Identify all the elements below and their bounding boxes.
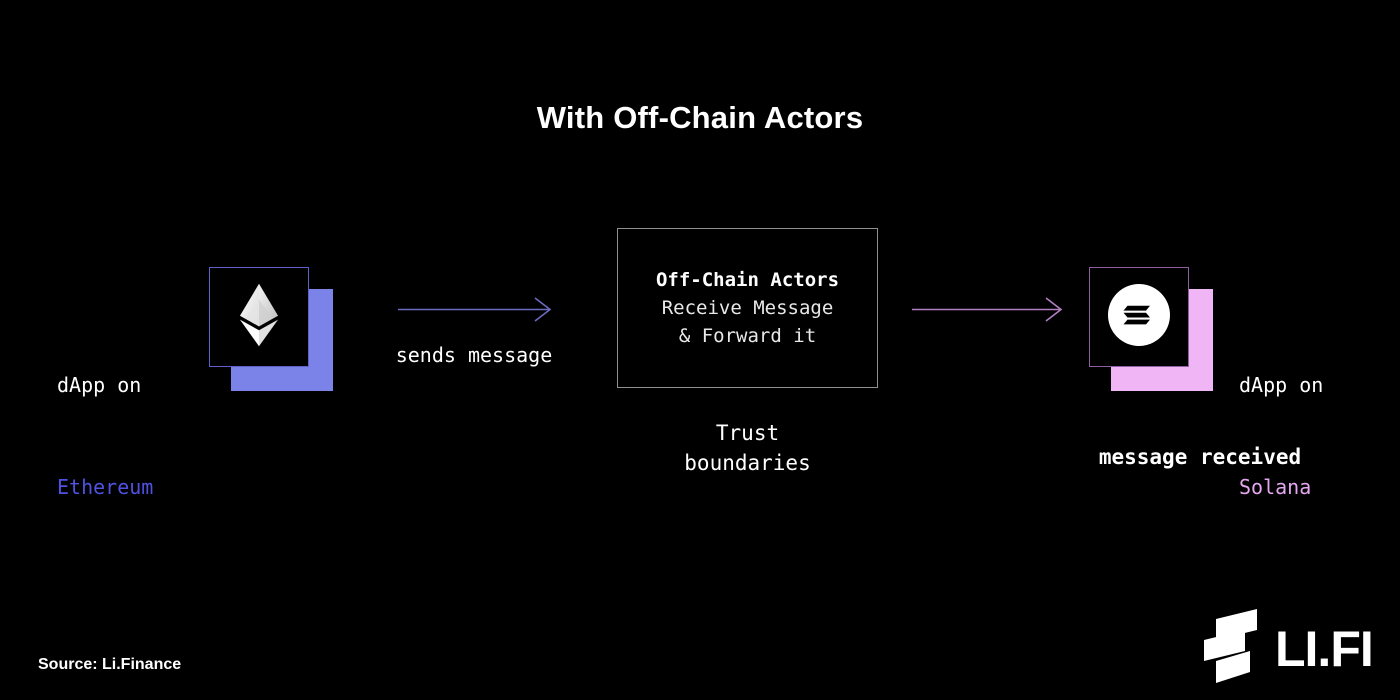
trust-boundaries-caption: Trust boundaries (597, 418, 898, 478)
solana-logo-icon (1108, 283, 1170, 351)
solana-label-line2: Solana (1239, 475, 1312, 499)
off-chain-actors-box: Off-Chain Actors Receive Message & Forwa… (617, 228, 878, 388)
ethereum-card-front (209, 267, 309, 367)
lifi-wordmark: LI.FI (1275, 620, 1374, 677)
trust-caption-line2: boundaries (684, 451, 811, 475)
source-note: Source: Li.Finance (38, 656, 182, 673)
solana-node-label: dApp on Solana (1239, 300, 1323, 572)
arrow-sends-message (398, 296, 556, 329)
ethereum-label-line2: Ethereum (57, 475, 154, 499)
actors-box-line3: & Forward it (678, 325, 817, 347)
lifi-brand-logo: LI.FI (1203, 608, 1374, 689)
message-received-status: message received (1098, 445, 1302, 469)
actors-box-line2: Receive Message (661, 297, 834, 319)
lifi-mark-icon (1203, 608, 1261, 689)
solana-label-line1: dApp on (1239, 373, 1324, 397)
ethereum-chain-card (209, 267, 333, 391)
solana-card-front (1089, 267, 1189, 367)
solana-chain-card (1089, 267, 1213, 391)
ethereum-logo-icon (233, 283, 285, 352)
actors-box-heading: Off-Chain Actors (655, 269, 840, 291)
arrow-sends-message-caption: sends message (395, 343, 553, 367)
arrow-forwards-message (912, 296, 1070, 329)
ethereum-label-line1: dApp on (57, 373, 142, 397)
ethereum-node-label: dApp on Ethereum (57, 300, 153, 572)
page-title: With Off-Chain Actors (536, 100, 864, 135)
trust-caption-line1: Trust (715, 421, 780, 445)
